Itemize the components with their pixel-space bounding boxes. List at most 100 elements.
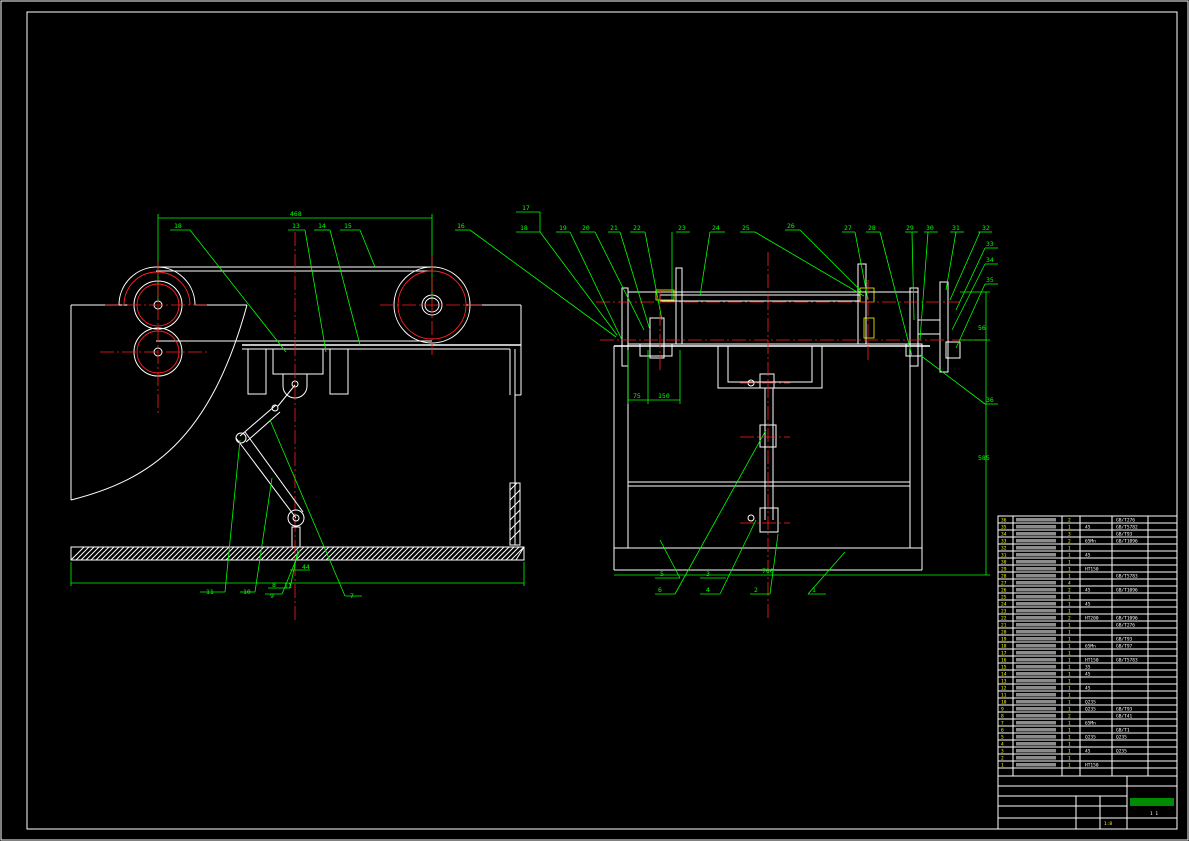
bom-row-no: 15 — [1001, 665, 1007, 671]
hatch-line — [330, 546, 345, 561]
bom-row-qty: 2 — [1068, 588, 1071, 594]
bom-row-qty: 1 — [1068, 623, 1071, 629]
bom-row-std: GB/T41 — [1116, 714, 1133, 720]
bom-row-name — [1016, 728, 1056, 732]
hatch-line — [170, 546, 185, 561]
hatch-line — [475, 546, 490, 561]
bom-row-name — [1016, 735, 1056, 739]
bom-row-std: GB/T93 — [1116, 637, 1133, 643]
hatch-line — [145, 546, 160, 561]
bom-row-no: 11 — [1001, 693, 1007, 699]
bom-row-qty: 2 — [1068, 518, 1071, 524]
bom-row-material: HT150 — [1085, 763, 1099, 769]
hatch-line — [445, 546, 460, 561]
bom-row-name — [1016, 581, 1056, 585]
bom-row-name — [1016, 749, 1056, 753]
bom-row-no: 24 — [1001, 602, 1007, 608]
bom-row-material: 45 — [1085, 672, 1091, 678]
bom-row-qty: 1 — [1068, 742, 1071, 748]
hatch-line — [365, 546, 380, 561]
hatch-line — [215, 546, 230, 561]
hatch-line — [420, 546, 435, 561]
hatch-line — [90, 546, 105, 561]
bom-row-name — [1016, 574, 1056, 578]
bom-row-name — [1016, 525, 1056, 529]
title-block: 1:8 1 1 — [997, 775, 1178, 830]
hatch-line — [370, 546, 385, 561]
bom-row-name — [1016, 623, 1056, 627]
bom-row-no: 32 — [1001, 546, 1007, 552]
bom-row-name — [1016, 595, 1056, 599]
hatch-line — [265, 546, 280, 561]
bom-row-std: GB/T93 — [1116, 707, 1133, 713]
hatch-line — [80, 546, 95, 561]
bom-row-no: 6 — [1001, 728, 1004, 734]
hatch-line — [310, 546, 325, 561]
hatch-line — [470, 546, 485, 561]
bom-row-name — [1016, 553, 1056, 557]
bom-row-no: 31 — [1001, 553, 1007, 559]
bom-row-name — [1016, 546, 1056, 550]
hatch-line — [360, 546, 375, 561]
hatch-line — [255, 546, 270, 561]
hatch-line — [510, 546, 525, 561]
side-label-2: 2 — [754, 586, 758, 594]
bom-row-qty: 1 — [1068, 630, 1071, 636]
side-label-16: 16 — [457, 222, 465, 230]
hatch-line — [385, 546, 400, 561]
bom-row-qty: 1 — [1068, 560, 1071, 566]
dim-75: 75 — [633, 392, 641, 400]
hatch-line — [125, 546, 140, 561]
bom-row-no: 33 — [1001, 539, 1007, 545]
side-label-22: 22 — [633, 224, 641, 232]
hatch-line — [155, 546, 170, 561]
bom-row-no: 17 — [1001, 651, 1007, 657]
bom-row-no: 28 — [1001, 574, 1007, 580]
bom-row-std: GB/T1096 — [1116, 588, 1138, 594]
bom-row-name — [1016, 651, 1056, 655]
bom-row-name — [1016, 630, 1056, 634]
hatch-line — [315, 546, 330, 561]
label-10: 10 — [243, 588, 251, 596]
scale-text: 1:8 — [1104, 821, 1112, 827]
bom-row-std: GB/T5782 — [1116, 525, 1138, 531]
bom-row-material: HT150 — [1085, 567, 1099, 573]
dim-bottom1: 44 — [302, 563, 310, 571]
hatch-line — [280, 546, 295, 561]
bom-row-qty: 1 — [1068, 546, 1071, 552]
hatch-line — [515, 546, 525, 561]
bom-row-no: 16 — [1001, 658, 1007, 664]
bom-row-material: Q235 — [1085, 735, 1096, 741]
side-label-19: 19 — [559, 224, 567, 232]
bom-row-no: 20 — [1001, 630, 1007, 636]
hatch-line — [275, 546, 290, 561]
bom-row-qty: 1 — [1068, 707, 1071, 713]
bom-row-no: 23 — [1001, 609, 1007, 615]
bom-row-no: 7 — [1001, 721, 1004, 727]
hatch-line — [130, 546, 145, 561]
side-label-31: 31 — [952, 224, 960, 232]
bom-row-qty: 1 — [1068, 679, 1071, 685]
side-label-3: 3 — [706, 570, 710, 578]
hatch-line — [485, 546, 500, 561]
bom-row-no: 29 — [1001, 567, 1007, 573]
bom-row-name — [1016, 665, 1056, 669]
bom-row-qty: 1 — [1068, 693, 1071, 699]
bom-row-name — [1016, 588, 1056, 592]
label-15: 15 — [344, 222, 352, 230]
dim-150: 150 — [658, 392, 670, 400]
hatch-line — [415, 546, 430, 561]
bom-row-qty: 1 — [1068, 672, 1071, 678]
dim-width: 700 — [762, 567, 774, 575]
bom-row-name — [1016, 560, 1056, 564]
label-13: 13 — [292, 222, 300, 230]
side-label-36: 36 — [986, 396, 994, 404]
bom-row-std: GB/T1096 — [1116, 616, 1138, 622]
bom-row-no: 35 — [1001, 525, 1007, 531]
bom-row-std: GB/T5783 — [1116, 658, 1138, 664]
bom-row-qty: 1 — [1068, 735, 1071, 741]
bom-row-qty: 1 — [1068, 553, 1071, 559]
bom-row-no: 8 — [1001, 714, 1004, 720]
hatch-line — [85, 546, 100, 561]
bom-row-no: 25 — [1001, 595, 1007, 601]
